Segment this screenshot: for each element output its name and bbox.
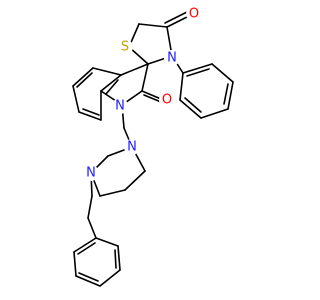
atom-label: S [121,40,129,55]
atom-label: N [115,99,125,114]
atom-oxygen-thiazolidinone: O [186,6,202,22]
atom-label: N [167,51,177,66]
atom-nitrogen-piperazine-bottom: N [83,165,99,181]
benzyl-bonds [73,172,121,287]
oxindole-carbonyl-bond [141,90,162,103]
atom-label: N [86,166,96,181]
atom-sulfur-thiazolidine: S [117,39,133,55]
atom-nitrogen-oxindole: N [112,98,128,114]
atom-label: O [189,7,199,22]
benzo-ring-bonds [72,67,122,121]
atom-oxygen-oxindole: O [159,92,175,108]
piperazine-ring-bonds [90,146,146,197]
n-phenyl-bonds [171,55,234,119]
chemical-structure: S N O O N N N [72,6,234,287]
atom-label: N [127,140,137,155]
atom-label: O [162,93,172,108]
thiazolidinone-carbonyl-bond [164,11,190,28]
atom-nitrogen-piperazine-top: N [124,139,140,155]
atom-nitrogen-thiazolidine: N [164,50,180,66]
